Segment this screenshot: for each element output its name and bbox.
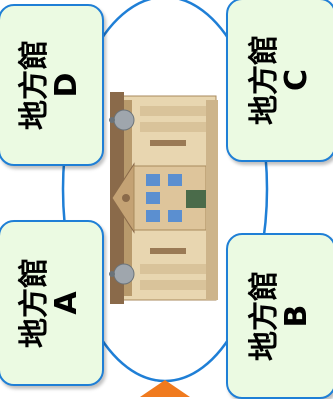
node-a-letter: A xyxy=(49,291,84,315)
node-d-label: 地方館 D xyxy=(17,40,84,130)
node-a-name: 地方館 xyxy=(17,258,52,348)
node-d-letter: D xyxy=(49,72,84,98)
node-c-label: 地方館 C xyxy=(247,35,314,125)
node-box-b: 地方館 B xyxy=(226,233,333,399)
node-a-label: 地方館 A xyxy=(17,258,84,348)
node-box-a: 地方館 A xyxy=(0,220,104,386)
node-b-label: 地方館 B xyxy=(247,271,314,361)
node-d-name: 地方館 xyxy=(17,40,52,130)
node-box-c: 地方館 C xyxy=(226,0,333,162)
node-box-d: 地方館 D xyxy=(0,4,104,166)
node-c-letter: C xyxy=(279,68,314,92)
node-b-letter: B xyxy=(279,304,314,328)
node-b-name: 地方館 xyxy=(247,271,282,361)
arrow-up-icon xyxy=(140,380,190,397)
node-c-name: 地方館 xyxy=(247,35,282,125)
museum-building-icon xyxy=(109,92,218,304)
